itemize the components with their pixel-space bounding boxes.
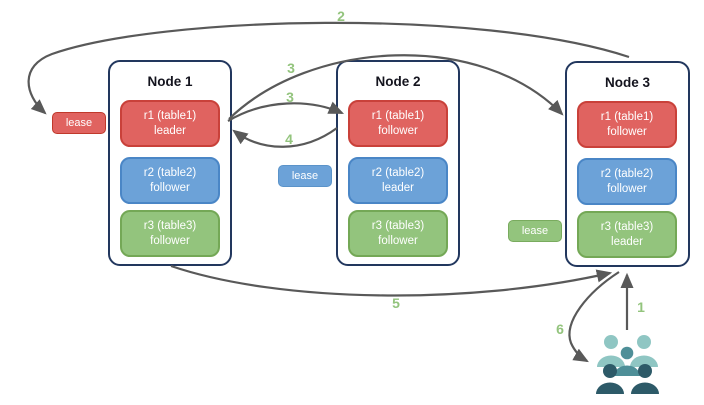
node-1-title: Node 1	[147, 74, 193, 89]
replica-range: r1 (table1)	[600, 110, 654, 123]
replica-range: r2 (table2)	[600, 167, 654, 180]
replica-role: follower	[378, 124, 418, 137]
replica-r1-node3: r1 (table1) follower	[577, 101, 677, 148]
lease-badge-r2: lease	[278, 165, 332, 187]
node-3-box: Node 3 r1 (table1) follower r2 (table2) …	[565, 61, 690, 267]
node-2-title: Node 2	[375, 74, 421, 89]
replica-range: r3 (table3)	[600, 220, 654, 233]
arrow-step6-node3-to-users	[568, 271, 620, 363]
replica-range: r1 (table1)	[371, 109, 425, 122]
node-2-box: Node 2 r1 (table1) follower r2 (table2) …	[336, 60, 460, 266]
step-label-3-top: 3	[287, 60, 295, 76]
step-label-6: 6	[556, 321, 564, 337]
replica-range: r1 (table1)	[143, 109, 197, 122]
replica-r3-node3: r3 (table3) leader	[577, 211, 677, 258]
replica-range: r3 (table3)	[371, 219, 425, 232]
replica-r2-node2: r2 (table2) leader	[348, 157, 448, 204]
replica-role: follower	[607, 125, 647, 138]
replica-role: follower	[607, 182, 647, 195]
node-1-box: Node 1 r1 (table1) leader r2 (table2) fo…	[108, 60, 232, 266]
step-label-5: 5	[392, 295, 400, 311]
replica-range: r2 (table2)	[371, 166, 425, 179]
replica-role: leader	[611, 235, 643, 248]
users-icon	[596, 335, 659, 394]
replica-role: follower	[150, 181, 190, 194]
step-label-4: 4	[285, 131, 293, 147]
lease-badge-r3: lease	[508, 220, 562, 242]
replica-r3-node2: r3 (table3) follower	[348, 210, 448, 257]
arrow-step3-leader-to-node2	[227, 101, 345, 122]
node-3-title: Node 3	[604, 75, 650, 90]
replica-role: follower	[378, 234, 418, 247]
arrow-step5-node1-to-node3	[170, 264, 613, 297]
step-label-3-mid: 3	[286, 89, 294, 105]
replica-role: leader	[154, 124, 186, 137]
step-label-1: 1	[637, 299, 645, 315]
replica-r3-node1: r3 (table3) follower	[120, 210, 220, 257]
replica-range: r2 (table2)	[143, 166, 197, 179]
replica-r1-node2: r1 (table1) follower	[348, 100, 448, 147]
replica-range: r3 (table3)	[143, 219, 197, 232]
replica-r2-node3: r2 (table2) follower	[577, 158, 677, 205]
lease-badge-r1: lease	[52, 112, 106, 134]
replica-r2-node1: r2 (table2) follower	[120, 157, 220, 204]
replica-role: follower	[150, 234, 190, 247]
replica-r1-node1: r1 (table1) leader	[120, 100, 220, 147]
step-label-2: 2	[337, 8, 345, 24]
replica-role: leader	[382, 181, 414, 194]
